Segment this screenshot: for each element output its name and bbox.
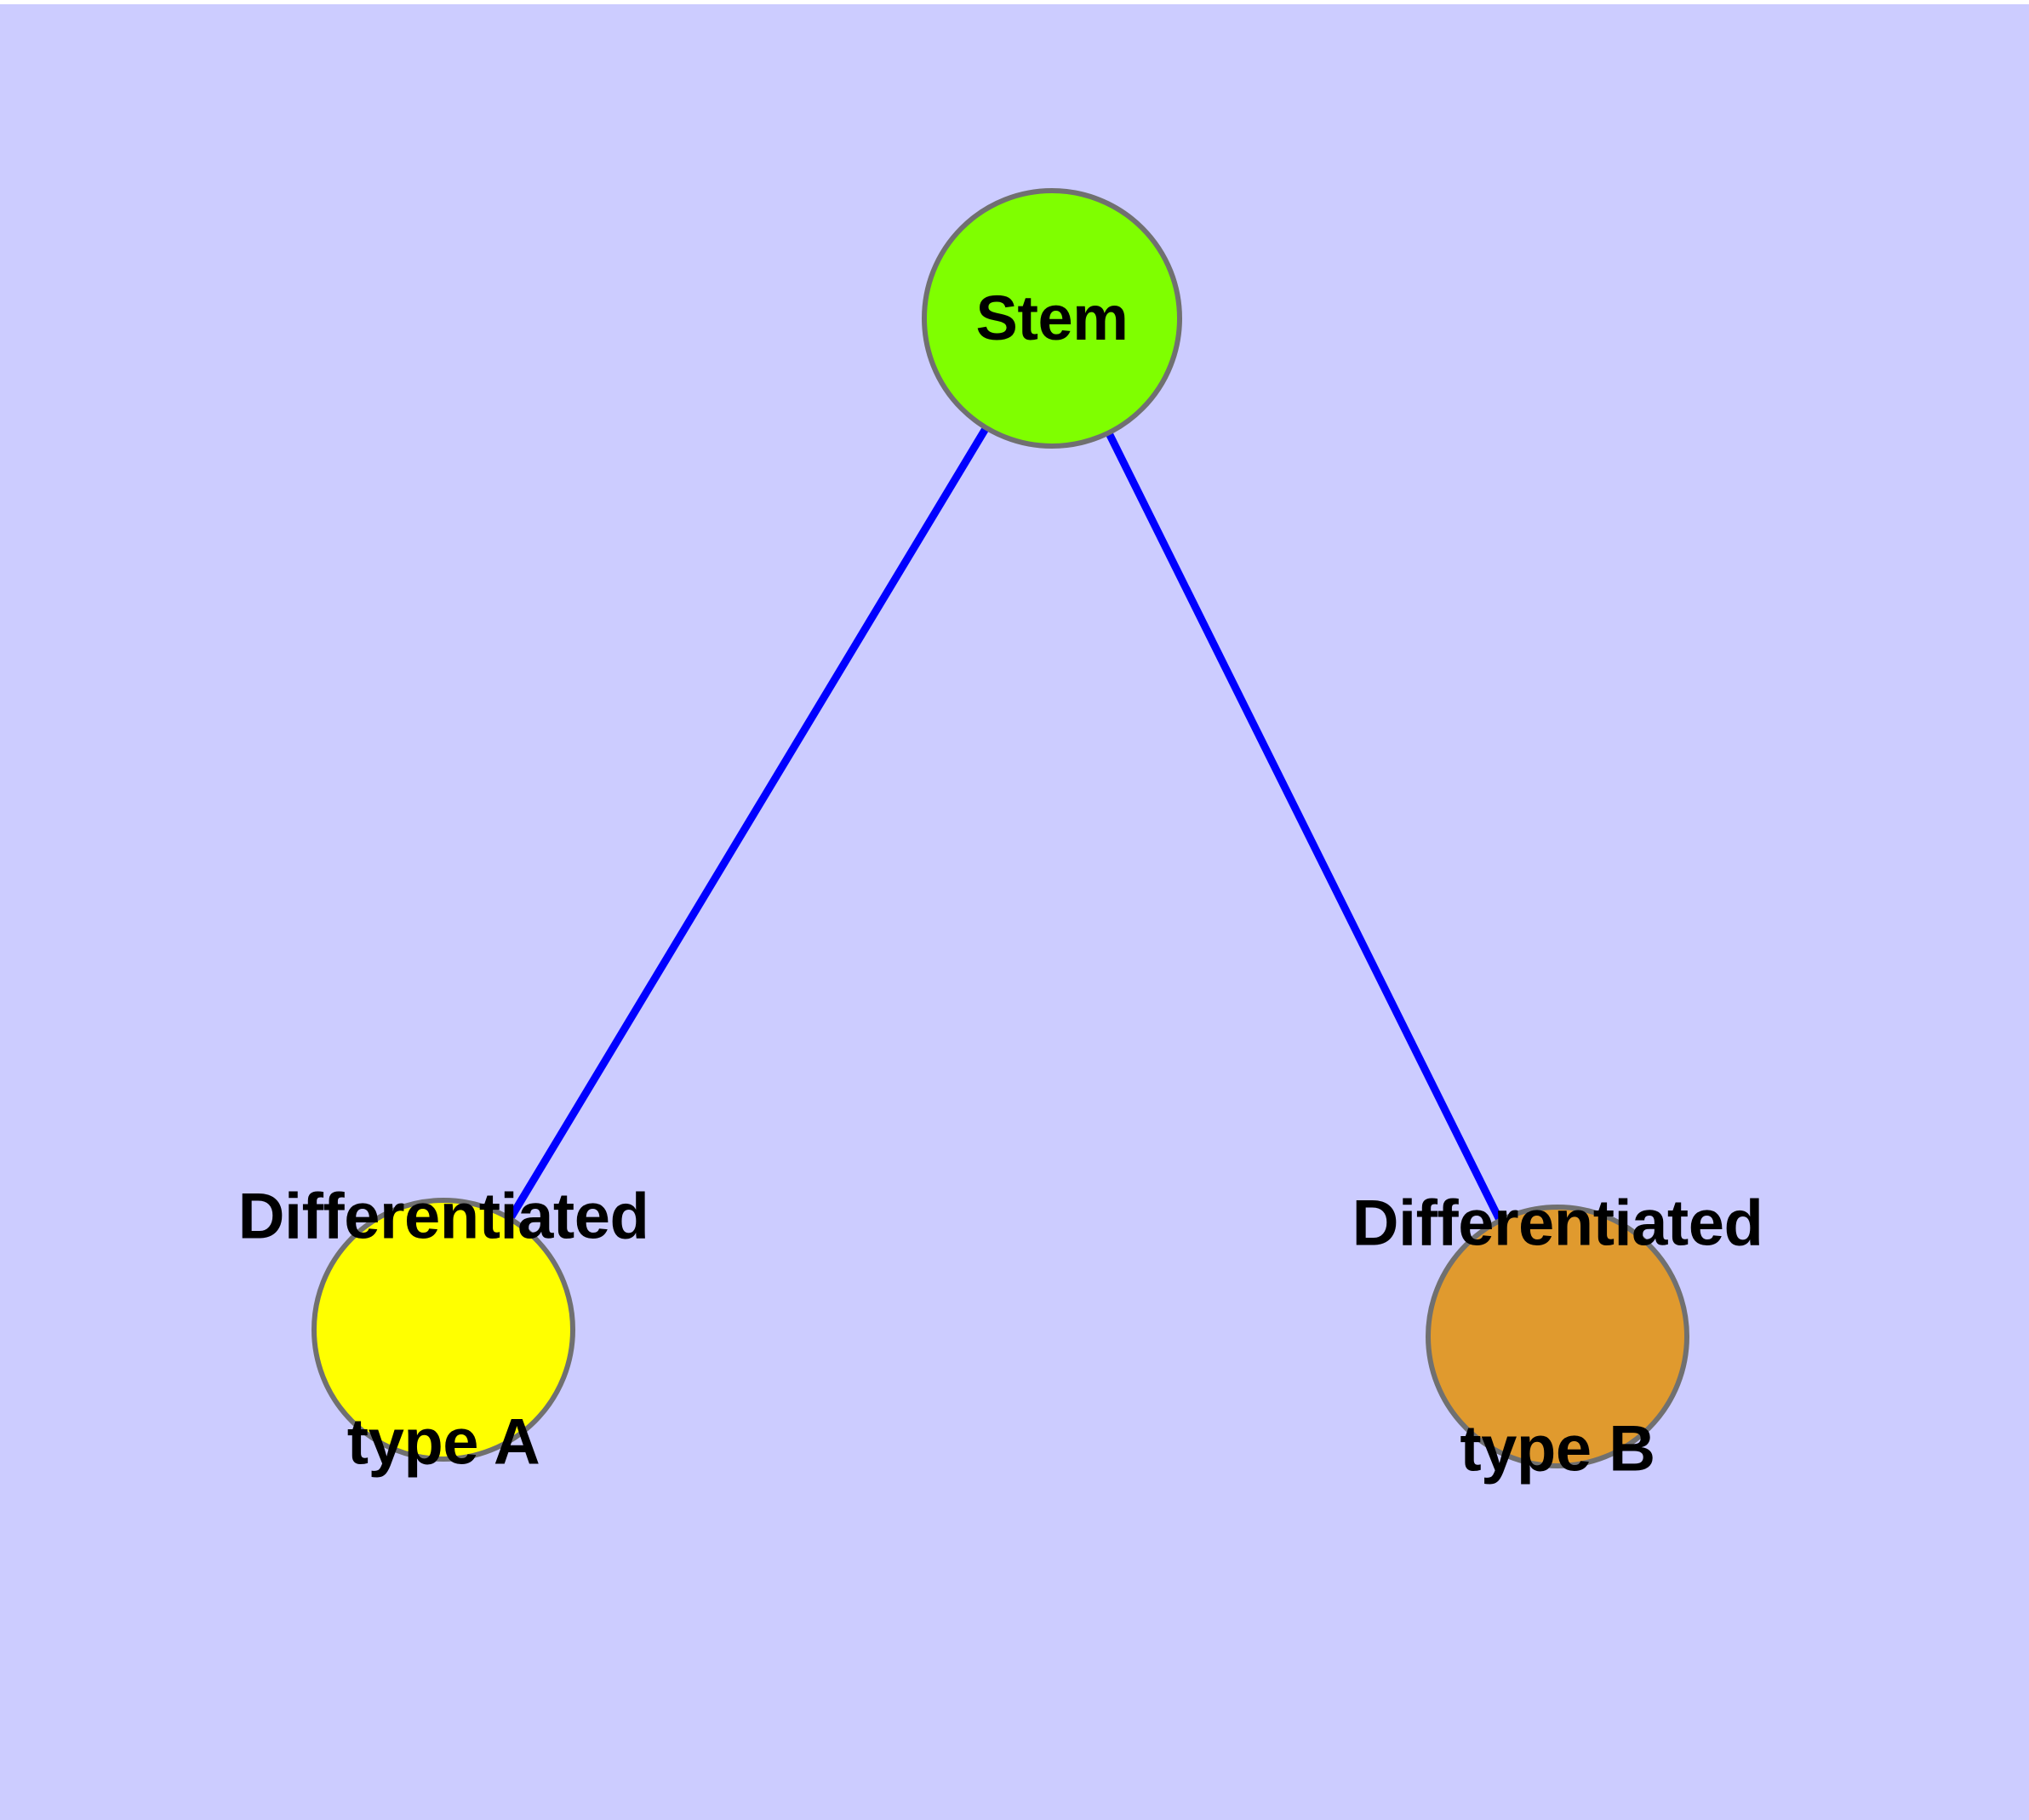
- node-differentiated-type-a[interactable]: [311, 1198, 575, 1462]
- node-layer: [311, 188, 1689, 1468]
- edge-layer: [503, 420, 1506, 1229]
- node-differentiated-type-b[interactable]: [1426, 1205, 1689, 1468]
- edge-stem-to-differentiated-type-b[interactable]: [1102, 425, 1506, 1229]
- node-stem[interactable]: [922, 188, 1182, 449]
- edge-stem-to-differentiated-type-a[interactable]: [503, 420, 993, 1227]
